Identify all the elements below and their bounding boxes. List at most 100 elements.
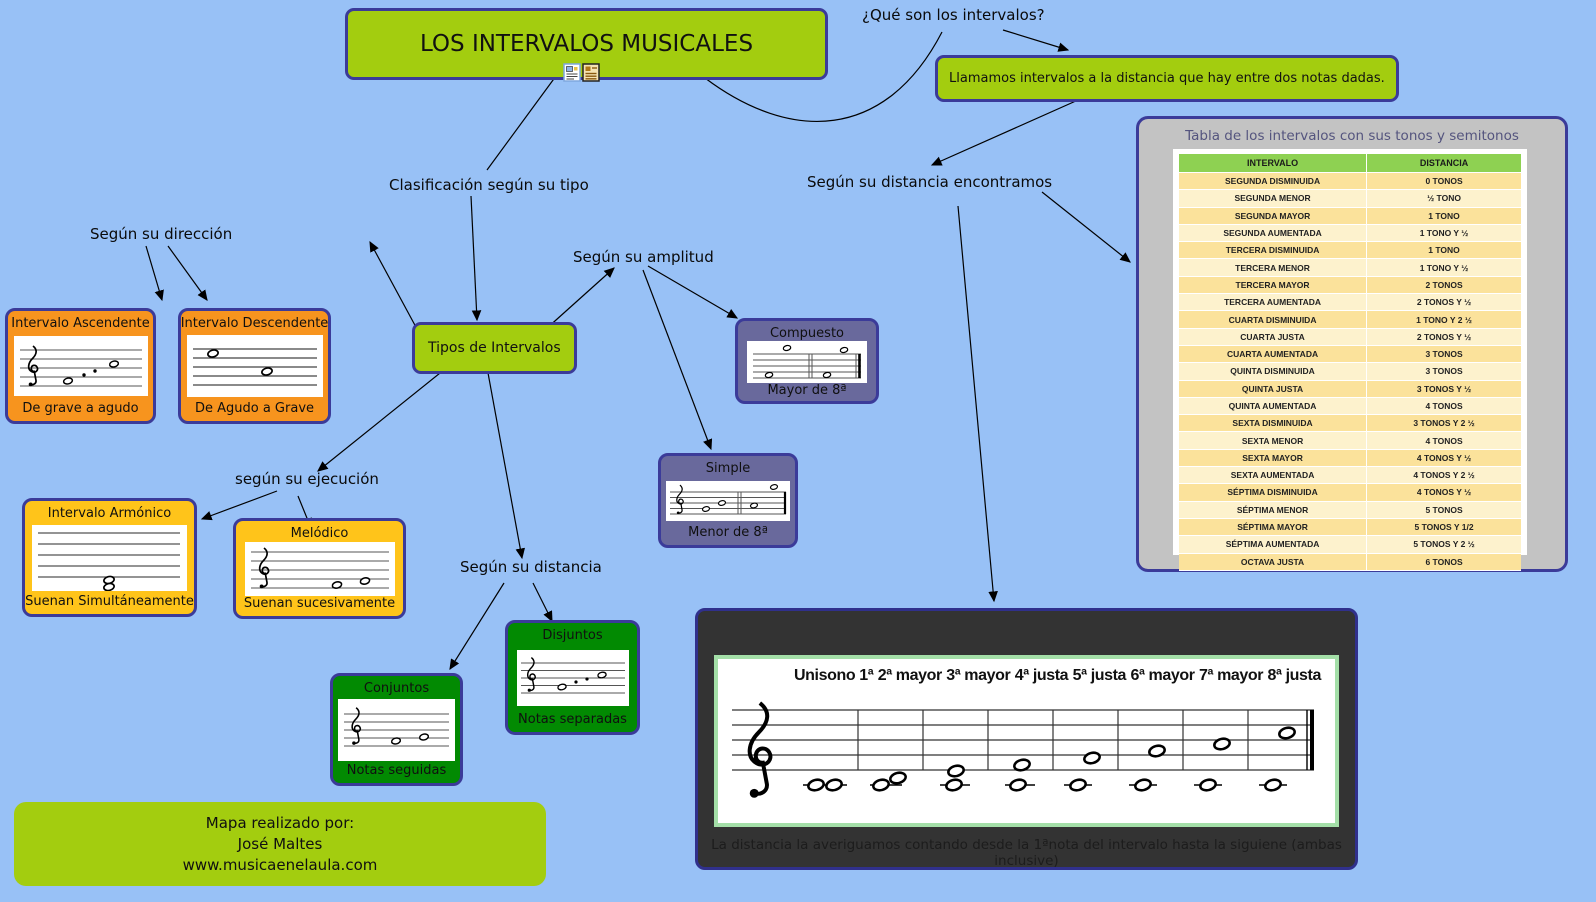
- intervalo-cell: QUINTA AUMENTADA: [1179, 397, 1368, 415]
- distancia-cell: 4 TONOS: [1425, 401, 1463, 411]
- interval-label: 5ª justa: [1072, 667, 1127, 684]
- melodico-title: Melódico: [290, 526, 349, 541]
- intervals-table: INTERVALO DISTANCIA SEGUNDA DISMINUIDA 0…: [1173, 149, 1527, 571]
- distancia-cell: 4 TONOS Y 2 ½: [1413, 470, 1475, 481]
- intervalo-cell: CUARTA JUSTA: [1179, 328, 1368, 345]
- intervalo-cell: SÉPTIMA AUMENTADA: [1179, 536, 1368, 553]
- armonico-node[interactable]: Intervalo Armónico Suenan Simultáneament…: [22, 498, 197, 617]
- intervals-table-panel[interactable]: Tabla de los intervalos con sus tonos y …: [1136, 116, 1568, 572]
- intervalo-cell: SÉPTIMA MENOR: [1179, 501, 1368, 518]
- link-ejecucion[interactable]: según su ejecución: [235, 470, 379, 488]
- intervalo-cell: SÉPTIMA MAYOR: [1179, 518, 1368, 536]
- credits-line2: José Maltes: [237, 835, 323, 853]
- link-amplitud[interactable]: Según su amplitud: [573, 248, 714, 266]
- col-header-intervalo: INTERVALO: [1179, 154, 1368, 172]
- image-resource-icon[interactable]: [563, 63, 581, 82]
- link-encontramos[interactable]: Según su distancia encontramos: [807, 173, 1053, 191]
- compuesto-title: Compuesto: [769, 326, 844, 341]
- interval-chart-caption: La distancia la averiguamos contando des…: [711, 837, 1342, 869]
- credits-line3[interactable]: www.musicaenelaula.com: [182, 856, 378, 874]
- ascendente-title: Intervalo Ascendente: [11, 316, 150, 331]
- staff-ascending: [19, 345, 142, 388]
- table-row: QUINTA AUMENTADA 4 TONOS: [1179, 397, 1521, 416]
- table-row: SEGUNDA MAYOR 1 TONO: [1179, 207, 1521, 225]
- conjuntos-node[interactable]: Conjuntos Notas seguidas: [330, 673, 463, 786]
- distancia-cell: ½ TONO: [1427, 193, 1461, 204]
- link-distancia[interactable]: Según su distancia: [460, 558, 602, 576]
- descendente-node[interactable]: Intervalo Descendente De Agudo a Grave: [178, 308, 331, 424]
- staff-simple: [670, 482, 787, 515]
- staff-descending: [192, 348, 317, 386]
- conjuntos-title: Conjuntos: [363, 681, 430, 696]
- table-row: SÉPTIMA AUMENTADA 5 TONOS Y 2 ½: [1179, 536, 1521, 554]
- armonico-staff-image: [32, 524, 187, 591]
- simple-caption: Menor de 8ª: [688, 525, 768, 540]
- intervalo-cell: SEXTA DISMINUIDA: [1179, 415, 1368, 432]
- intervalo-cell: SEXTA MENOR: [1179, 432, 1368, 449]
- intervalo-cell: TERCERA AUMENTADA: [1179, 294, 1368, 311]
- simple-title: Simple: [705, 461, 751, 476]
- tipos-de-intervalos-node[interactable]: Tipos de Intervalos: [412, 322, 577, 374]
- definition-text: Llamamos intervalos a la distancia que h…: [949, 71, 1385, 86]
- interval-label: 3ª mayor: [946, 667, 1011, 684]
- table-row: SEXTA DISMINUIDA 3 TONOS Y 2 ½: [1179, 415, 1521, 433]
- armonico-caption: Suenan Simultáneamente: [25, 594, 194, 609]
- table-row: TERCERA MENOR 1 TONO Y ½: [1179, 259, 1521, 277]
- distancia-cell: 1 TONO: [1428, 245, 1460, 256]
- col-header-distancia: DISTANCIA: [1419, 158, 1469, 168]
- staff-disjunct: [520, 656, 625, 693]
- distancia-cell: 1 TONO Y ½: [1419, 262, 1469, 273]
- interval-label: 8ª justa: [1267, 667, 1322, 684]
- ascendente-staff-image: [13, 336, 148, 396]
- conjuntos-staff-image: [338, 698, 455, 761]
- table-row: QUINTA DISMINUIDA 3 TONOS: [1179, 363, 1521, 381]
- compuesto-node[interactable]: Compuesto Mayor de 8ª: [735, 318, 879, 404]
- intervalo-cell: SEXTA MAYOR: [1179, 449, 1368, 467]
- definition-node[interactable]: Llamamos intervalos a la distancia que h…: [935, 55, 1399, 102]
- compuesto-caption: Mayor de 8ª: [767, 383, 847, 398]
- link-clasificacion[interactable]: Clasificación según su tipo: [389, 176, 589, 194]
- distancia-cell: 4 TONOS Y ½: [1416, 487, 1472, 498]
- distancia-cell: 2 TONOS Y ½: [1416, 297, 1472, 308]
- tipos-label: Tipos de Intervalos: [428, 340, 561, 356]
- credits-node[interactable]: Mapa realizado por: José Maltes www.musi…: [14, 802, 546, 886]
- staff-melodic: [250, 546, 389, 590]
- credits-line1: Mapa realizado por:: [205, 814, 355, 832]
- link-direccion[interactable]: Según su dirección: [90, 225, 233, 243]
- intervalo-cell: SÉPTIMA DISMINUIDA: [1179, 484, 1368, 501]
- document-resource-icon[interactable]: [582, 63, 600, 82]
- interval-chart-staff: [732, 701, 1314, 800]
- descendente-title: Intervalo Descendente: [180, 316, 329, 331]
- melodico-staff-image: [244, 541, 395, 596]
- disjuntos-title: Disjuntos: [542, 628, 603, 643]
- map-title: LOS INTERVALOS MUSICALES: [419, 31, 754, 57]
- intervalo-cell: SEXTA AUMENTADA: [1179, 467, 1368, 484]
- staff-compound: [753, 344, 861, 379]
- disjuntos-staff-image: [516, 649, 629, 706]
- table-row: SEGUNDA AUMENTADA 1 TONO Y ½: [1179, 224, 1521, 243]
- intervalo-cell: QUINTA JUSTA: [1179, 380, 1368, 397]
- distancia-cell: 1 TONO: [1428, 210, 1460, 221]
- distancia-cell: 1 TONO Y 2 ½: [1416, 314, 1472, 325]
- ascendente-caption: De grave a agudo: [22, 401, 139, 416]
- table-row: TERCERA AUMENTADA 2 TONOS Y ½: [1179, 294, 1521, 312]
- table-row: TERCERA MAYOR 2 TONOS: [1179, 276, 1521, 295]
- link-question[interactable]: ¿Qué son los intervalos?: [862, 6, 1045, 24]
- table-panel-title: Tabla de los intervalos con sus tonos y …: [1185, 128, 1519, 144]
- intervalo-cell: CUARTA DISMINUIDA: [1179, 311, 1368, 328]
- distancia-cell: 5 TONOS Y 2 ½: [1413, 539, 1475, 550]
- ascendente-node[interactable]: Intervalo Ascendente De grave a agudo: [5, 308, 156, 424]
- distancia-cell: 2 TONOS: [1425, 279, 1463, 290]
- staff-conjunct: [344, 706, 449, 746]
- simple-node[interactable]: Simple Menor de 8ª: [658, 453, 798, 548]
- intervalo-cell: OCTAVA JUSTA: [1179, 553, 1368, 570]
- table-row: SEGUNDA MENOR ½ TONO: [1179, 190, 1521, 208]
- melodico-node[interactable]: Melódico Suenan sucesivamente: [233, 518, 406, 619]
- table-row: OCTAVA JUSTA 6 TONOS: [1179, 553, 1521, 571]
- table-header-row: INTERVALO DISTANCIA: [1179, 154, 1521, 173]
- distancia-cell: 6 TONOS: [1425, 556, 1463, 567]
- disjuntos-node[interactable]: Disjuntos Notas separadas: [505, 620, 640, 735]
